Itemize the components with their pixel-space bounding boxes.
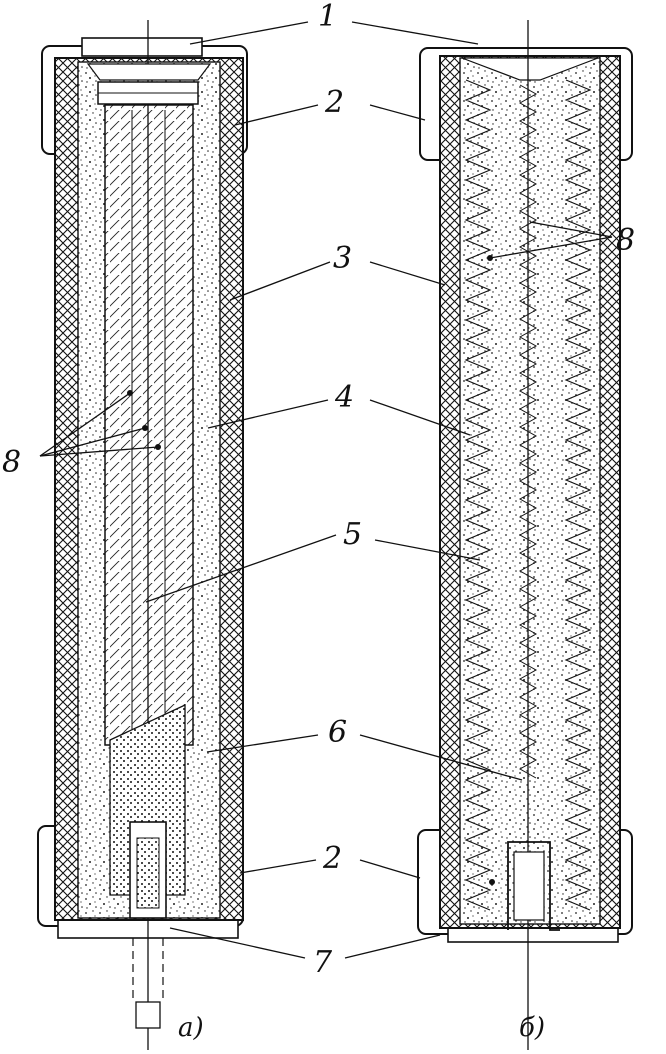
callout-label-1: 1 xyxy=(318,0,337,34)
callout-label-2-top: 2 xyxy=(324,85,344,120)
callout-label-3: 3 xyxy=(333,241,352,276)
callout-label-4: 4 xyxy=(334,380,354,415)
callout-label-2-bottom: 2 xyxy=(322,841,342,876)
left-indicator-wire xyxy=(132,938,164,1000)
left-fusible-core xyxy=(104,104,194,746)
right-zigzag-element-center xyxy=(518,84,538,779)
right-zigzag-element-left xyxy=(464,79,492,911)
panel-label-a: а) xyxy=(178,1013,204,1043)
callout-label-5: 5 xyxy=(343,517,362,552)
left-fuse-assembly xyxy=(37,20,248,1050)
callout-label-8-left: 8 xyxy=(2,445,21,480)
right-sand-filler xyxy=(459,57,601,925)
callout-label-6: 6 xyxy=(328,715,347,750)
callout-label-7: 7 xyxy=(313,945,333,980)
callout-label-8-right: 8 xyxy=(616,223,635,258)
callout-leaders xyxy=(39,21,613,959)
right-fuse-assembly xyxy=(417,20,633,1050)
panel-label-b: б) xyxy=(519,1013,545,1043)
left-top-lid xyxy=(81,37,203,57)
right-bottom-contact xyxy=(507,841,560,931)
right-zigzag-element-right xyxy=(564,79,592,911)
